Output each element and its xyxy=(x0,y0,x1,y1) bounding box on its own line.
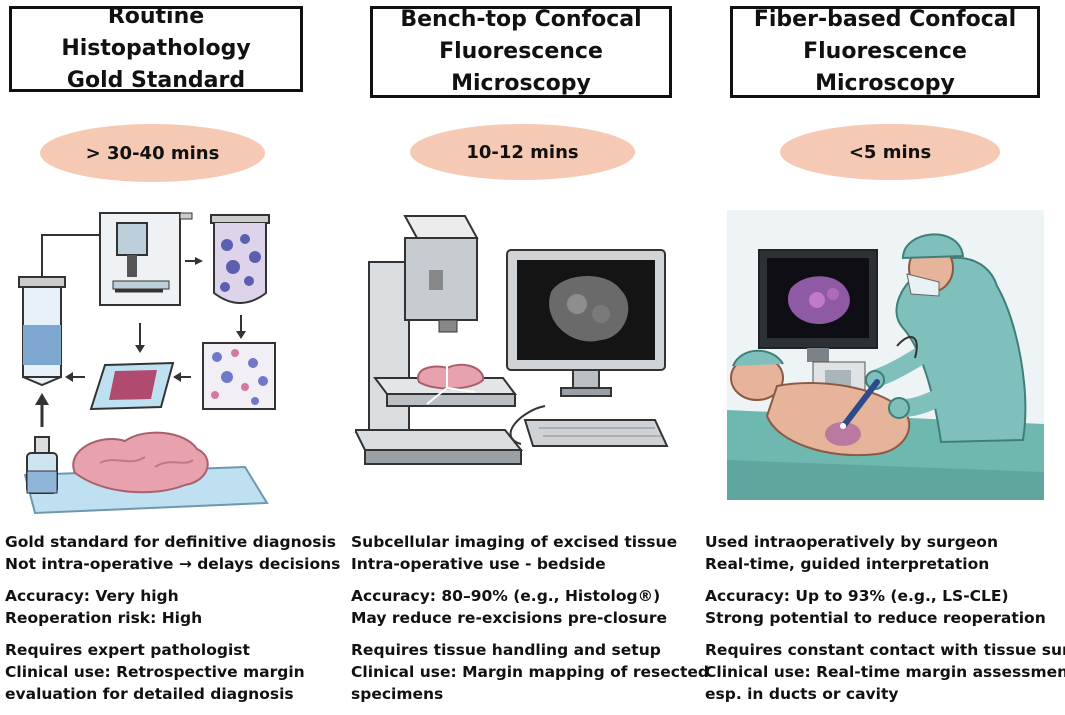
column-1-line: Not intra-operative → delays decisions xyxy=(5,555,341,573)
histopathology-workflow-icon xyxy=(18,212,276,515)
column-1-time-pill: > 30-40 mins xyxy=(40,124,265,182)
column-1-time: > 30-40 mins xyxy=(85,142,220,164)
column-2-line: May reduce re-excisions pre-closure xyxy=(351,609,667,627)
column-3-para-3: Requires constant contact with tissue su… xyxy=(705,639,1065,705)
column-3-line: Real-time, guided interpretation xyxy=(705,555,990,573)
column-2-line: Requires tissue handling and setup xyxy=(351,641,661,659)
column-1-para-1: Gold standard for definitive diagnosis N… xyxy=(5,531,341,575)
column-2-para-2: Accuracy: 80–90% (e.g., Histolog®) May r… xyxy=(351,585,691,629)
column-1-para-3: Requires expert pathologist Clinical use… xyxy=(5,639,325,705)
column-1-title-box: Routine Histopathology Gold Standard xyxy=(9,4,303,93)
column-2-time-pill: 10-12 mins xyxy=(410,124,635,180)
surgeon-probe-icon xyxy=(727,210,1044,500)
column-3-line: Requires constant contact with tissue su… xyxy=(705,641,1065,659)
column-1-line: Reoperation risk: High xyxy=(5,609,203,627)
column-1-line: Requires expert pathologist xyxy=(5,641,250,659)
column-3-time: <5 mins xyxy=(848,141,932,163)
column-1-text: Gold standard for definitive diagnosis N… xyxy=(5,531,341,715)
column-2-para-3: Requires tissue handling and setup Clini… xyxy=(351,639,709,705)
column-2-line: Intra-operative use - bedside xyxy=(351,555,606,573)
column-3-line: Strong potential to reduce reoperation xyxy=(705,609,1046,627)
column-3-title: Fiber-based Confocal Fluorescence Micros… xyxy=(753,7,1017,96)
column-2-line: Subcellular imaging of excised tissue xyxy=(351,533,678,551)
column-1-line: Gold standard for definitive diagnosis xyxy=(5,533,337,551)
column-2-line: specimens xyxy=(351,685,444,703)
column-2-title-box: Bench-top Confocal Fluorescence Microsco… xyxy=(370,6,672,98)
column-3-title-box: Fiber-based Confocal Fluorescence Micros… xyxy=(730,6,1040,98)
column-2-para-1: Subcellular imaging of excised tissue In… xyxy=(351,531,691,575)
column-1-line: Clinical use: Retrospective margin xyxy=(5,663,305,681)
benchtop-microscope-icon xyxy=(355,215,669,465)
column-2-line: Clinical use: Margin mapping of resected xyxy=(351,663,709,681)
column-2-time: 10-12 mins xyxy=(466,141,579,163)
column-2-text: Subcellular imaging of excised tissue In… xyxy=(351,531,709,715)
column-1-line: evaluation for detailed diagnosis xyxy=(5,685,294,703)
column-2-title: Bench-top Confocal Fluorescence Microsco… xyxy=(400,7,642,96)
column-3-line: esp. in ducts or cavity xyxy=(705,685,899,703)
column-3-time-pill: <5 mins xyxy=(780,124,1000,180)
column-2-line: Accuracy: 80–90% (e.g., Histolog®) xyxy=(351,587,661,605)
column-3-line: Accuracy: Up to 93% (e.g., LS-CLE) xyxy=(705,587,1009,605)
column-3-line: Used intraoperatively by surgeon xyxy=(705,533,998,551)
column-1-para-2: Accuracy: Very high Reoperation risk: Hi… xyxy=(5,585,325,629)
column-3-para-1: Used intraoperatively by surgeon Real-ti… xyxy=(705,531,1060,575)
column-3-text: Used intraoperatively by surgeon Real-ti… xyxy=(705,531,1065,715)
column-3-line: Clinical use: Real-time margin assessmen… xyxy=(705,663,1065,681)
column-1-line: Accuracy: Very high xyxy=(5,587,179,605)
column-1-title: Routine Histopathology Gold Standard xyxy=(61,4,251,93)
column-3-para-2: Accuracy: Up to 93% (e.g., LS-CLE) Stron… xyxy=(705,585,1060,629)
